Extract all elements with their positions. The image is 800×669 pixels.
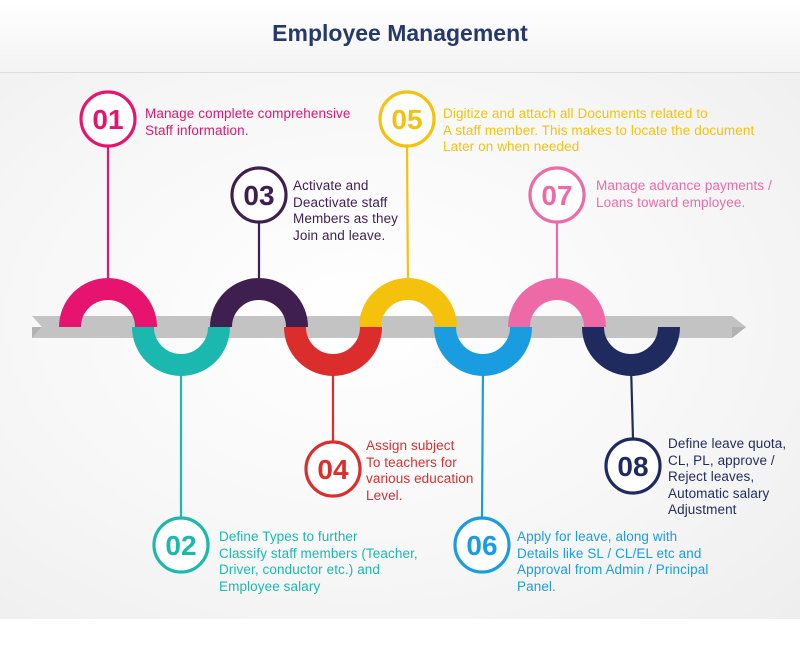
step-circle-08 xyxy=(604,437,662,495)
step-description-01: Manage complete comprehensive Staff info… xyxy=(145,106,351,138)
wave-arc-02 xyxy=(132,326,230,376)
step-description-02: Define Types to further Classify staff m… xyxy=(219,529,418,594)
step-circle-03 xyxy=(230,166,288,224)
wave-arcs xyxy=(59,278,680,376)
step-description-06: Apply for leave, along with Details like… xyxy=(517,529,709,594)
step-description-08: Define leave quota, CL, PL, approve / Re… xyxy=(668,436,787,517)
wave-arc-05 xyxy=(359,278,457,328)
connector-line-05 xyxy=(405,145,410,290)
page-title: Employee Management xyxy=(272,20,528,46)
step-number-04: 04 xyxy=(317,454,349,485)
step-circle-06 xyxy=(453,516,511,574)
wave-arc-01 xyxy=(59,278,157,328)
step-description-04: Assign subject To teachers for various e… xyxy=(366,438,474,503)
wave-arc-04 xyxy=(284,326,382,376)
step-circle-07 xyxy=(528,166,586,224)
step-circle-05 xyxy=(378,90,436,148)
wave-arc-08 xyxy=(582,326,680,376)
step-circle-01 xyxy=(79,90,137,148)
connector-line-06 xyxy=(480,364,485,519)
step-number-05: 05 xyxy=(391,104,422,135)
header-bar: Employee Management xyxy=(0,0,800,73)
step-number-01: 01 xyxy=(92,104,123,135)
step-circle-04 xyxy=(304,440,362,498)
step-number-06: 06 xyxy=(466,530,497,561)
step-description-03: Activate and Deactivate staff Members as… xyxy=(293,178,399,243)
step-description-07: Manage advance payments / Loans toward e… xyxy=(596,178,772,210)
connector-line-08 xyxy=(629,364,635,440)
step-circle-02 xyxy=(152,516,210,574)
wave-arc-03 xyxy=(210,278,308,328)
step-number-08: 08 xyxy=(617,451,648,482)
step-number-02: 02 xyxy=(165,530,196,561)
footer-blank xyxy=(0,619,800,669)
step-number-03: 03 xyxy=(243,180,274,211)
wave-arc-06 xyxy=(434,326,532,376)
step-description-05: Digitize and attach all Documents relate… xyxy=(443,106,755,154)
step-circles: 01 02 03 04 05 06 07 08 xyxy=(79,90,662,574)
step-number-07: 07 xyxy=(541,180,572,211)
wave-arc-07 xyxy=(508,278,606,328)
